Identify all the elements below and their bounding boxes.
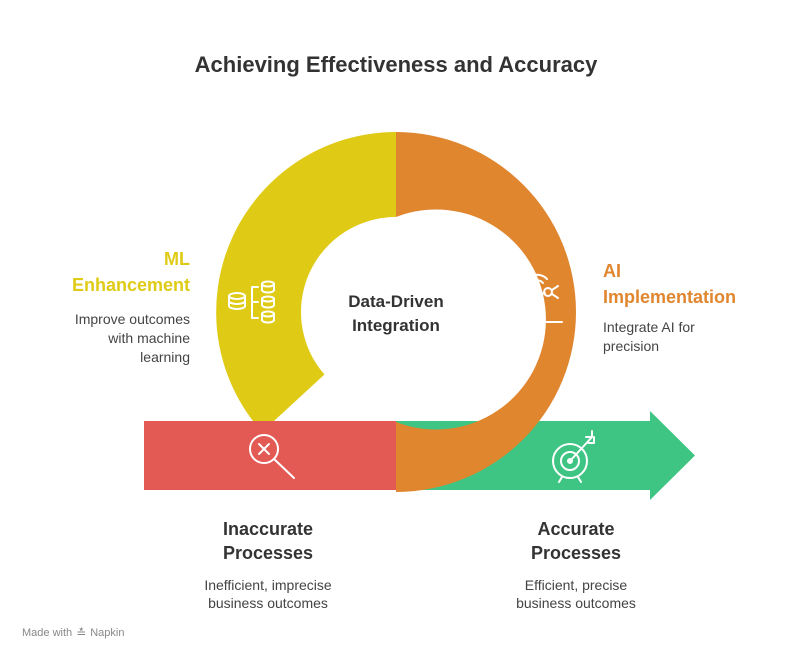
- ai-heading: AI Implementation: [603, 258, 783, 310]
- ml-description: Improve outcomes with machine learning: [74, 311, 190, 365]
- napkin-logo-icon: ≛: [76, 626, 87, 640]
- footer-attribution[interactable]: Made with ≛ Napkin: [22, 626, 124, 640]
- diagram-title: Achieving Effectiveness and Accuracy: [194, 52, 598, 77]
- inaccurate-heading-line1: Inaccurate: [222, 519, 314, 539]
- center-label-line1: Data-Driven: [348, 292, 444, 311]
- accurate-heading: Accurate Processes: [476, 517, 676, 565]
- inaccurate-heading: Inaccurate Processes: [168, 517, 368, 565]
- ml-heading: ML Enhancement: [10, 246, 190, 298]
- inaccurate-description: Inefficient, imprecise business outcomes: [204, 577, 332, 611]
- target-arrow-icon: [552, 430, 595, 483]
- inaccurate-heading-line2: Processes: [222, 543, 314, 563]
- ai-ring-segment: [396, 132, 576, 492]
- database-icon: [228, 280, 275, 324]
- center-hole: [301, 217, 491, 407]
- accurate-heading-line1: Accurate: [537, 519, 615, 539]
- footer-made-with: Made with: [22, 627, 73, 639]
- accurate-heading-line2: Processes: [530, 543, 622, 563]
- ml-heading-line2: Enhancement: [71, 275, 190, 295]
- center-label-line2: Integration: [352, 316, 440, 335]
- accurate-description: Efficient, precise business outcomes: [516, 577, 636, 611]
- ai-heading-line2: Implementation: [603, 287, 737, 307]
- ai-heading-line1: AI: [603, 261, 621, 281]
- inaccurate-bar: [144, 421, 396, 490]
- center-label: Data-Driven Integration: [306, 290, 486, 338]
- ml-heading-line1: ML: [164, 249, 190, 269]
- ai-description: Integrate AI for precision: [603, 319, 695, 354]
- footer-brand: Napkin: [90, 627, 125, 639]
- magnifier-x-icon: [249, 434, 295, 479]
- robot-arm-icon: [519, 273, 563, 323]
